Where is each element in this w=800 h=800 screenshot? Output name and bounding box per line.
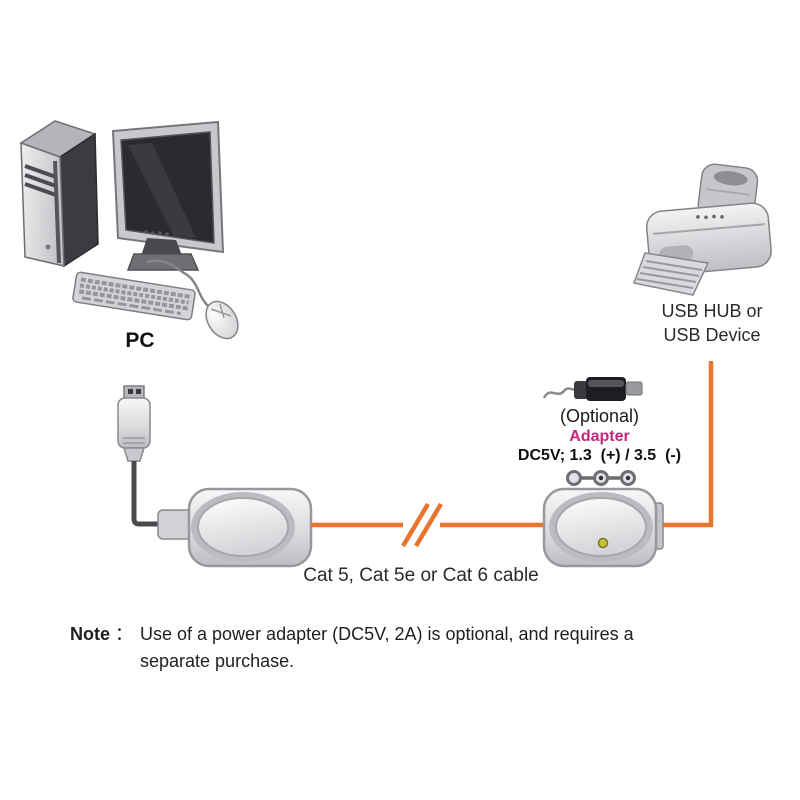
- polarity-symbol: [566, 470, 636, 486]
- usb-cable: [131, 461, 160, 527]
- pc-mouse: [205, 300, 239, 340]
- dc-plug-tip: [625, 381, 643, 396]
- printer-body: [645, 202, 772, 276]
- note-text: Use of a power adapter (DC5V, 2A) is opt…: [140, 621, 730, 675]
- printer-output-tray: [632, 252, 710, 296]
- local-extender-unit: [157, 487, 313, 568]
- usb-device-label: USB HUB or USB Device: [632, 299, 792, 347]
- monitor-screen: [120, 131, 215, 244]
- usb-device-label-line1: USB HUB or: [661, 301, 763, 321]
- remote-extender-unit: [542, 487, 664, 568]
- usb-plug: [117, 385, 151, 462]
- note-line-1: Use of a power adapter (DC5V, 2A) is opt…: [140, 624, 634, 644]
- note-line-2: separate purchase.: [140, 651, 295, 671]
- pc-illustration: [19, 120, 239, 340]
- pc-tower: [19, 120, 99, 268]
- optional-label: (Optional): [559, 406, 640, 426]
- adapter-annotation: (Optional) Adapter DC5V; 1.3 (+) / 3.5 (…: [502, 406, 697, 466]
- note-title: Note: [70, 624, 110, 644]
- remote-usb-cable: [658, 361, 714, 528]
- note-colon: ：: [115, 624, 133, 644]
- cat-cable: [311, 361, 714, 548]
- pc-monitor: [111, 120, 225, 271]
- monitor-stand: [141, 238, 183, 258]
- dc-plug: [542, 377, 643, 401]
- dc-plug-cable: [542, 387, 577, 399]
- power-led: [597, 537, 609, 549]
- adapter-label: Adapter: [569, 428, 630, 445]
- note: Note ： Use of a power adapter (DC5V, 2A)…: [70, 621, 730, 675]
- usb-port-stub: [157, 509, 193, 540]
- dc-spec-label: DC5V; 1.3 (+) / 3.5 (-): [517, 447, 682, 464]
- pc-keyboard: [72, 271, 196, 321]
- pc-label: PC: [125, 329, 155, 352]
- mouse-cable: [146, 259, 210, 308]
- printer-illustration: [632, 163, 772, 296]
- usb-device-label-line2: USB Device: [663, 325, 761, 345]
- cable-label: Cat 5, Cat 5e or Cat 6 cable: [303, 565, 539, 586]
- cable-break-mark: [401, 502, 443, 548]
